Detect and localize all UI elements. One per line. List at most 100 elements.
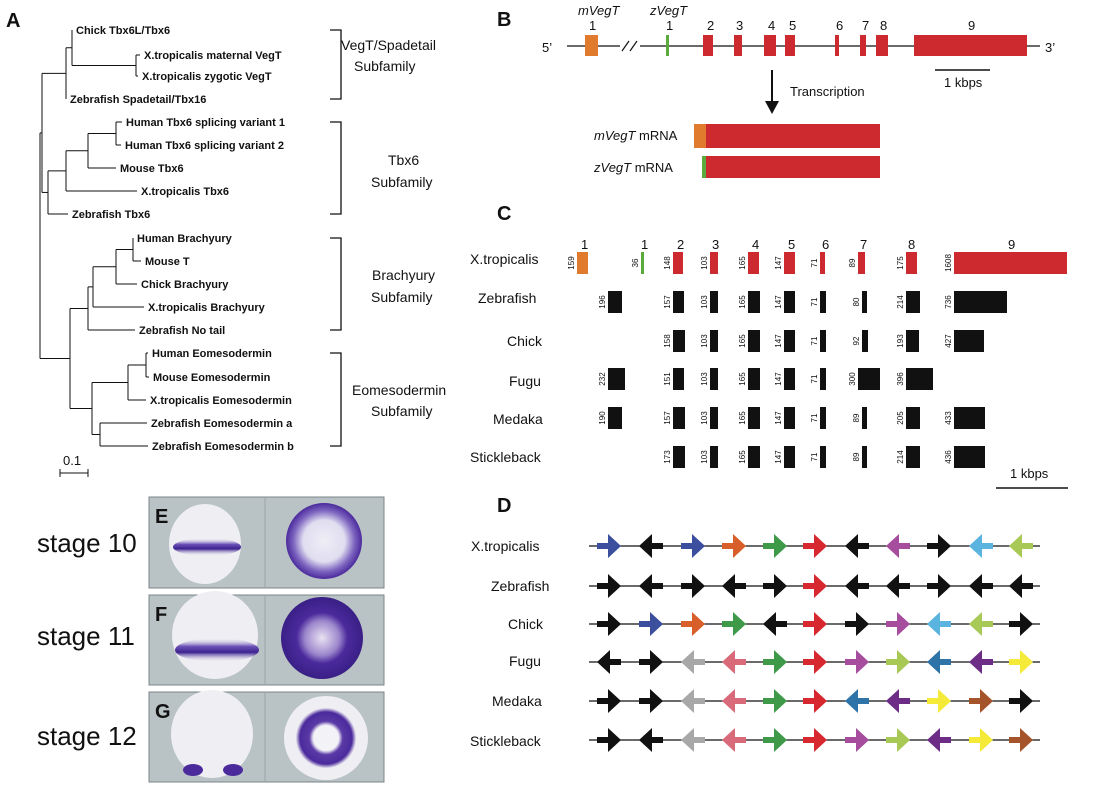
exon-size-label: 173: [663, 450, 672, 464]
exon-size-label: 147: [774, 334, 783, 348]
panel-d: D X.tropicalisZebrafishChickFuguMedakaSt…: [470, 495, 1040, 752]
synteny-gene-arrow: [1009, 689, 1033, 713]
synteny-gene-arrow: [639, 728, 663, 752]
stage-12-row: stage 12 G: [37, 690, 385, 783]
exon-size-label: 36: [631, 258, 640, 267]
exon-block: [820, 446, 826, 468]
stage-12-vegetal-embryo: [284, 696, 368, 780]
tree-taxon-label: Human Brachyury: [137, 233, 233, 245]
synteny-gene-arrow: [681, 728, 705, 752]
exon-block: [820, 407, 826, 429]
exon-block: [710, 407, 718, 429]
synteny-gene-arrow: [969, 689, 993, 713]
exon-size-label: 736: [944, 295, 953, 309]
panel-label-c: C: [497, 203, 511, 225]
synteny-gene-arrow: [1009, 728, 1033, 752]
exon-column-number: 1: [581, 237, 588, 252]
exon-size-label: 190: [598, 411, 607, 425]
exon-block: [784, 446, 795, 468]
exon-size-label: 89: [848, 258, 857, 267]
synteny-gene-arrow: [722, 574, 746, 598]
subfamily-name: Subfamily: [371, 289, 432, 305]
synteny-gene-arrow: [639, 612, 663, 636]
synteny-gene-arrow: [886, 689, 910, 713]
exon-block: [954, 291, 1007, 313]
synteny-gene-arrow: [803, 612, 827, 636]
exon-size-label: 214: [896, 450, 905, 464]
gene-exon: [914, 35, 1027, 56]
tree-scale-label: 0.1: [63, 453, 81, 468]
synteny-gene-arrow: [969, 534, 993, 558]
mvegt-exon-label: mVegT: [578, 3, 620, 18]
exon-block: [673, 252, 683, 274]
stage-11-label: stage 11: [37, 621, 135, 651]
tree-taxon-label: Chick Brachyury: [141, 279, 229, 291]
exon-column-number: 5: [788, 237, 795, 252]
panel-label-d: D: [497, 495, 511, 517]
exon-size-label: 147: [774, 372, 783, 386]
gene-exon-number: 3: [736, 18, 743, 33]
exon-size-label: 103: [700, 411, 709, 425]
synteny-species-label: Medaka: [492, 693, 542, 709]
exon-size-label: 103: [700, 256, 709, 270]
exon-size-label: 214: [896, 295, 905, 309]
synteny-gene-arrow: [597, 650, 621, 674]
bracket-line: [330, 237, 342, 331]
exon-block: [641, 252, 644, 274]
gene-exon: [703, 35, 713, 56]
synteny-gene-arrow: [763, 689, 787, 713]
synteny-gene-arrow: [763, 612, 787, 636]
exon-size-label: 300: [848, 372, 857, 386]
synteny-gene-arrow: [845, 612, 869, 636]
exon-column-number: 4: [752, 237, 759, 252]
exon-size-label: 157: [663, 295, 672, 309]
gene-exon-number: 2: [707, 18, 714, 33]
panels-efg: stage 10 E stage 11 F stage 12 G: [37, 496, 385, 783]
synteny-gene-arrow: [969, 650, 993, 674]
exon-block: [858, 252, 865, 274]
tree-taxon-label: Human Tbx6 splicing variant 1: [126, 117, 285, 129]
exon-block: [673, 291, 684, 313]
exon-block: [906, 330, 919, 352]
exon-block: [820, 330, 826, 352]
exon-size-label: 433: [944, 411, 953, 425]
exon-size-label: 232: [598, 372, 607, 386]
stage-11-row: stage 11 F: [37, 591, 385, 686]
stage-10-label: stage 10: [37, 528, 137, 558]
exon-block: [784, 330, 795, 352]
exon-size-label: 103: [700, 450, 709, 464]
gene-exon-number: 1: [666, 18, 673, 33]
mrna-zvegt-zygotic-segment: [702, 156, 706, 178]
exon-column-number: 8: [908, 237, 915, 252]
subfamily-name: Subfamily: [371, 174, 432, 190]
synteny-gene-arrow: [597, 689, 621, 713]
exon-size-label: 193: [896, 334, 905, 348]
stage-12-label: stage 12: [37, 721, 137, 751]
synteny-gene-arrow: [681, 534, 705, 558]
stage-10-lateral-stain: [173, 538, 241, 556]
exon-size-label: 71: [810, 374, 819, 383]
synteny-gene-arrow: [845, 534, 869, 558]
five-prime-label: 5’: [542, 40, 552, 55]
synteny-species-label: X.tropicalis: [471, 538, 539, 554]
mrna-mvegt: mVegT mRNA: [594, 124, 880, 148]
mrna-zvegt: zVegT mRNA: [593, 156, 880, 178]
exon-size-label: 71: [810, 336, 819, 345]
panel-label-g: G: [155, 701, 171, 723]
synteny-gene-arrow: [1009, 612, 1033, 636]
tree-taxon-label: Zebrafish Tbx6: [72, 209, 150, 221]
exon-size-label: 147: [774, 256, 783, 270]
mrna-zvegt-body: [706, 156, 880, 178]
transcription-arrow: [765, 70, 779, 114]
stage-12-lateral-stain-left: [183, 764, 203, 776]
bracket-line: [330, 121, 342, 215]
synteny-gene-arrow: [803, 534, 827, 558]
synteny-gene-arrow: [681, 574, 705, 598]
